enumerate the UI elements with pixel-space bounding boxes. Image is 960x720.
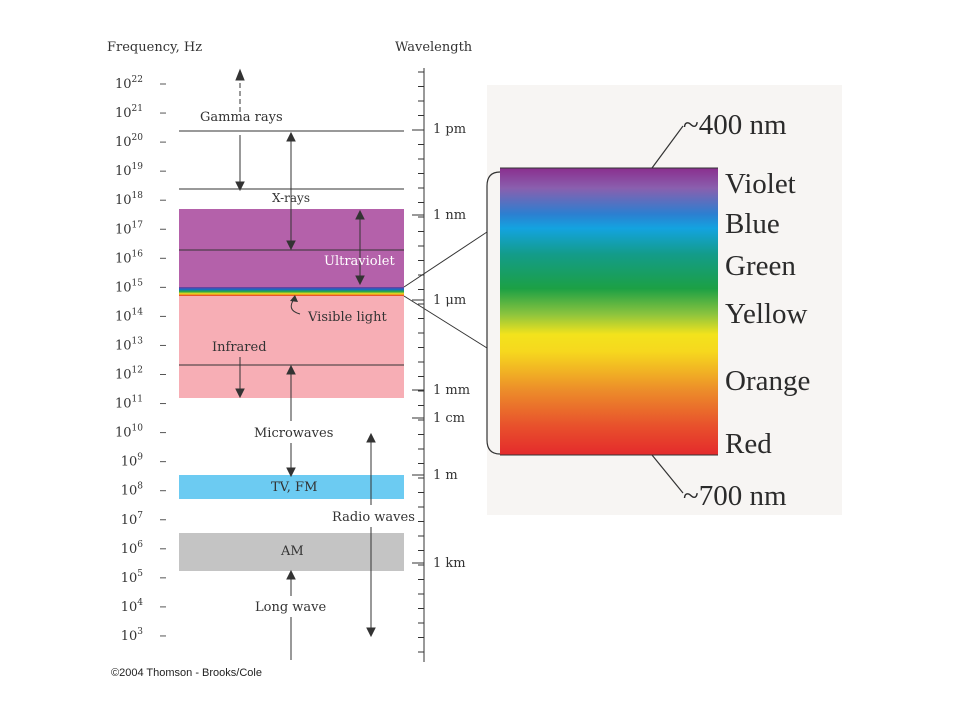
frequency-tick-label: 1017 (115, 220, 143, 237)
ultraviolet-label: Ultraviolet (324, 254, 395, 269)
zoom-connector-lines (403, 231, 488, 349)
range-arrows (235, 68, 376, 660)
orange-label: Orange (725, 365, 810, 397)
frequency-tick-label: 105 (121, 569, 144, 586)
wavelength-1km: 1 km (433, 556, 466, 571)
copyright-notice: ©2004 Thomson - Brooks/Cole (111, 667, 262, 679)
x-rays-label: X-rays (272, 191, 310, 205)
frequency-tick-label: 106 (121, 540, 144, 557)
visible-light-pointer-head (290, 295, 298, 302)
microwaves-label: Microwaves (254, 426, 333, 441)
tv-fm-label: TV, FM (271, 480, 317, 495)
frequency-tick-label: 1014 (115, 307, 143, 324)
frequency-tick-label: 1016 (115, 249, 143, 266)
frequency-tick-label: 1020 (115, 133, 143, 150)
wavelength-1mm: 1 mm (433, 383, 470, 398)
bottom-label-leader (651, 454, 684, 494)
radio-waves-label: Radio waves (332, 510, 415, 525)
visible-light-band (179, 287, 404, 296)
wavelength-axis-label: Wavelength (395, 40, 473, 55)
blue-label: Blue (725, 208, 780, 240)
frequency-tick-label: 1021 (115, 104, 143, 121)
visible-spectrum-inset: ~400 nm ~700 nm Violet Blue Green Yellow… (486, 85, 842, 515)
spectrum-top-label: ~400 nm (683, 109, 787, 141)
red-label: Red (725, 428, 772, 460)
wavelength-1nm: 1 nm (433, 208, 466, 223)
spectrum-bottom-label: ~700 nm (683, 480, 787, 512)
visible-spectrum-bar (500, 168, 718, 455)
gamma-rays-label: Gamma rays (200, 110, 283, 125)
long-wave-label: Long wave (255, 600, 327, 615)
wavelength-1um: 1 μm (433, 293, 466, 308)
spectrum-bracket (486, 171, 501, 455)
am-band (179, 533, 404, 571)
frequency-tick-label: 1010 (115, 424, 143, 441)
violet-label: Violet (725, 168, 796, 200)
frequency-tick-label: 1022 (115, 75, 143, 92)
frequency-tick-label: 107 (121, 511, 144, 528)
frequency-tick-label: 109 (121, 453, 144, 470)
frequency-tick-label: 108 (121, 482, 144, 499)
frequency-tick-label: 1015 (115, 278, 143, 295)
visible-light-label: Visible light (307, 310, 387, 325)
tv-fm-band (179, 475, 404, 499)
wavelength-minor-ticks (418, 71, 424, 653)
yellow-label: Yellow (725, 298, 808, 330)
frequency-tick-label: 1019 (115, 162, 143, 179)
frequency-tick-label: 1011 (115, 395, 143, 412)
green-label: Green (725, 250, 796, 282)
frequency-tick-label: 1018 (115, 191, 143, 208)
am-label: AM (280, 544, 304, 559)
frequency-tick-label: 1013 (115, 336, 143, 353)
top-label-leader (651, 125, 684, 169)
frequency-tick-label: 1012 (115, 366, 143, 383)
wavelength-1cm: 1 cm (433, 411, 465, 426)
frequency-tick-label: 103 (121, 627, 144, 644)
wavelength-major-ticks (412, 129, 424, 564)
infrared-label: Infrared (212, 340, 267, 355)
frequency-axis-label: Frequency, Hz (107, 40, 202, 55)
wavelength-1m: 1 m (433, 468, 458, 483)
frequency-tick-label: 104 (121, 598, 144, 615)
frequency-tick-labels: 1022 1021 1020 1019 1018 1017 1016 1015 1014 1013… (115, 75, 166, 644)
wavelength-1pm: 1 pm (433, 122, 466, 137)
